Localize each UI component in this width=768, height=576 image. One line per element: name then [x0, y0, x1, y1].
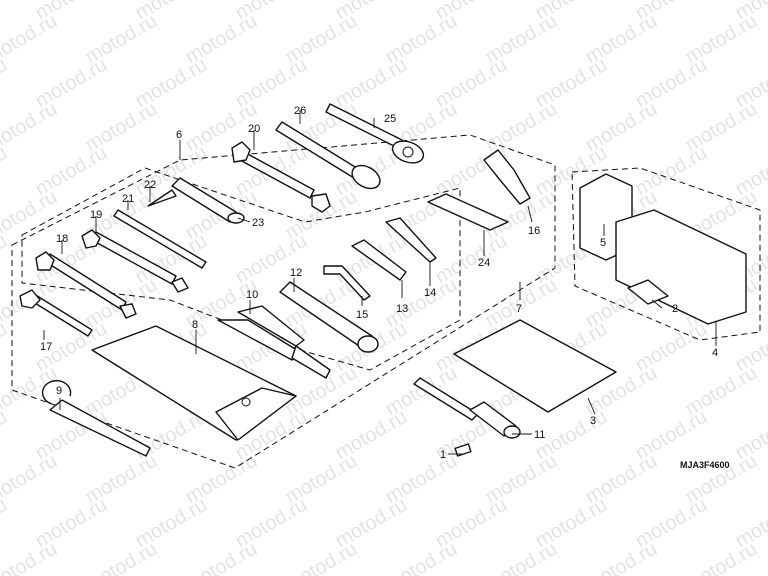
callout-number: 25 [384, 113, 396, 125]
watermark-text: motod.ru [0, 318, 11, 377]
watermark-text: motod.ru [0, 98, 61, 157]
watermark-text: motod.ru [0, 10, 61, 69]
watermark-text: motod.ru [182, 538, 261, 576]
callout-number: 10 [246, 289, 258, 301]
watermark-text: motod.ru [0, 0, 11, 24]
watermark-text: motod.ru [0, 450, 61, 509]
callout-number: 12 [290, 267, 302, 279]
callout-number: 9 [56, 385, 62, 397]
watermark-text: motod.ru [0, 230, 11, 289]
callout-number: 4 [712, 347, 718, 359]
watermark-text: motod.ru [82, 538, 161, 576]
watermark-text: motod.ru [0, 538, 61, 576]
leader-lines [43, 110, 717, 455]
watermark-text: motod.ru [282, 538, 361, 576]
callout-number: 20 [248, 123, 260, 135]
watermark-text: motod.ru [0, 406, 11, 465]
callout-number: 16 [528, 225, 540, 237]
callout-number: 19 [90, 209, 102, 221]
watermark-text: motod.ru [682, 538, 761, 576]
callout-number: 2 [672, 303, 678, 315]
callout-number: 18 [56, 233, 68, 245]
callout-number: 13 [396, 303, 408, 315]
callout-number: 8 [192, 319, 198, 331]
watermark-text: motod.ru [382, 538, 461, 576]
callout-number: 24 [478, 257, 490, 269]
callout-layer: 1234567891011121314151617181920212223242… [40, 105, 718, 461]
watermark-text: motod.ru [582, 538, 661, 576]
watermark-text: motod.ru [0, 54, 11, 113]
callout-number: 15 [356, 309, 368, 321]
callout-number: 23 [252, 217, 264, 229]
watermark-text: motod.ru [0, 494, 11, 553]
tool-shapes [19, 103, 747, 457]
callout-number: 6 [176, 129, 182, 141]
callout-number: 21 [122, 193, 134, 205]
callout-number: 3 [590, 415, 596, 427]
callout-number: 14 [424, 287, 436, 299]
callout-number: 26 [294, 105, 306, 117]
callout-number: 5 [600, 237, 606, 249]
callout-number: 22 [144, 179, 156, 191]
diagram-code: MJA3F4600 [680, 460, 730, 470]
callout-number: 1 [440, 449, 446, 461]
callout-number: 7 [516, 303, 522, 315]
callout-number: 11 [534, 429, 545, 441]
watermark-text: motod.ru [482, 538, 561, 576]
group-outlines [11, 134, 761, 469]
callout-number: 17 [40, 341, 52, 353]
watermark-text: motod.ru [0, 142, 11, 201]
